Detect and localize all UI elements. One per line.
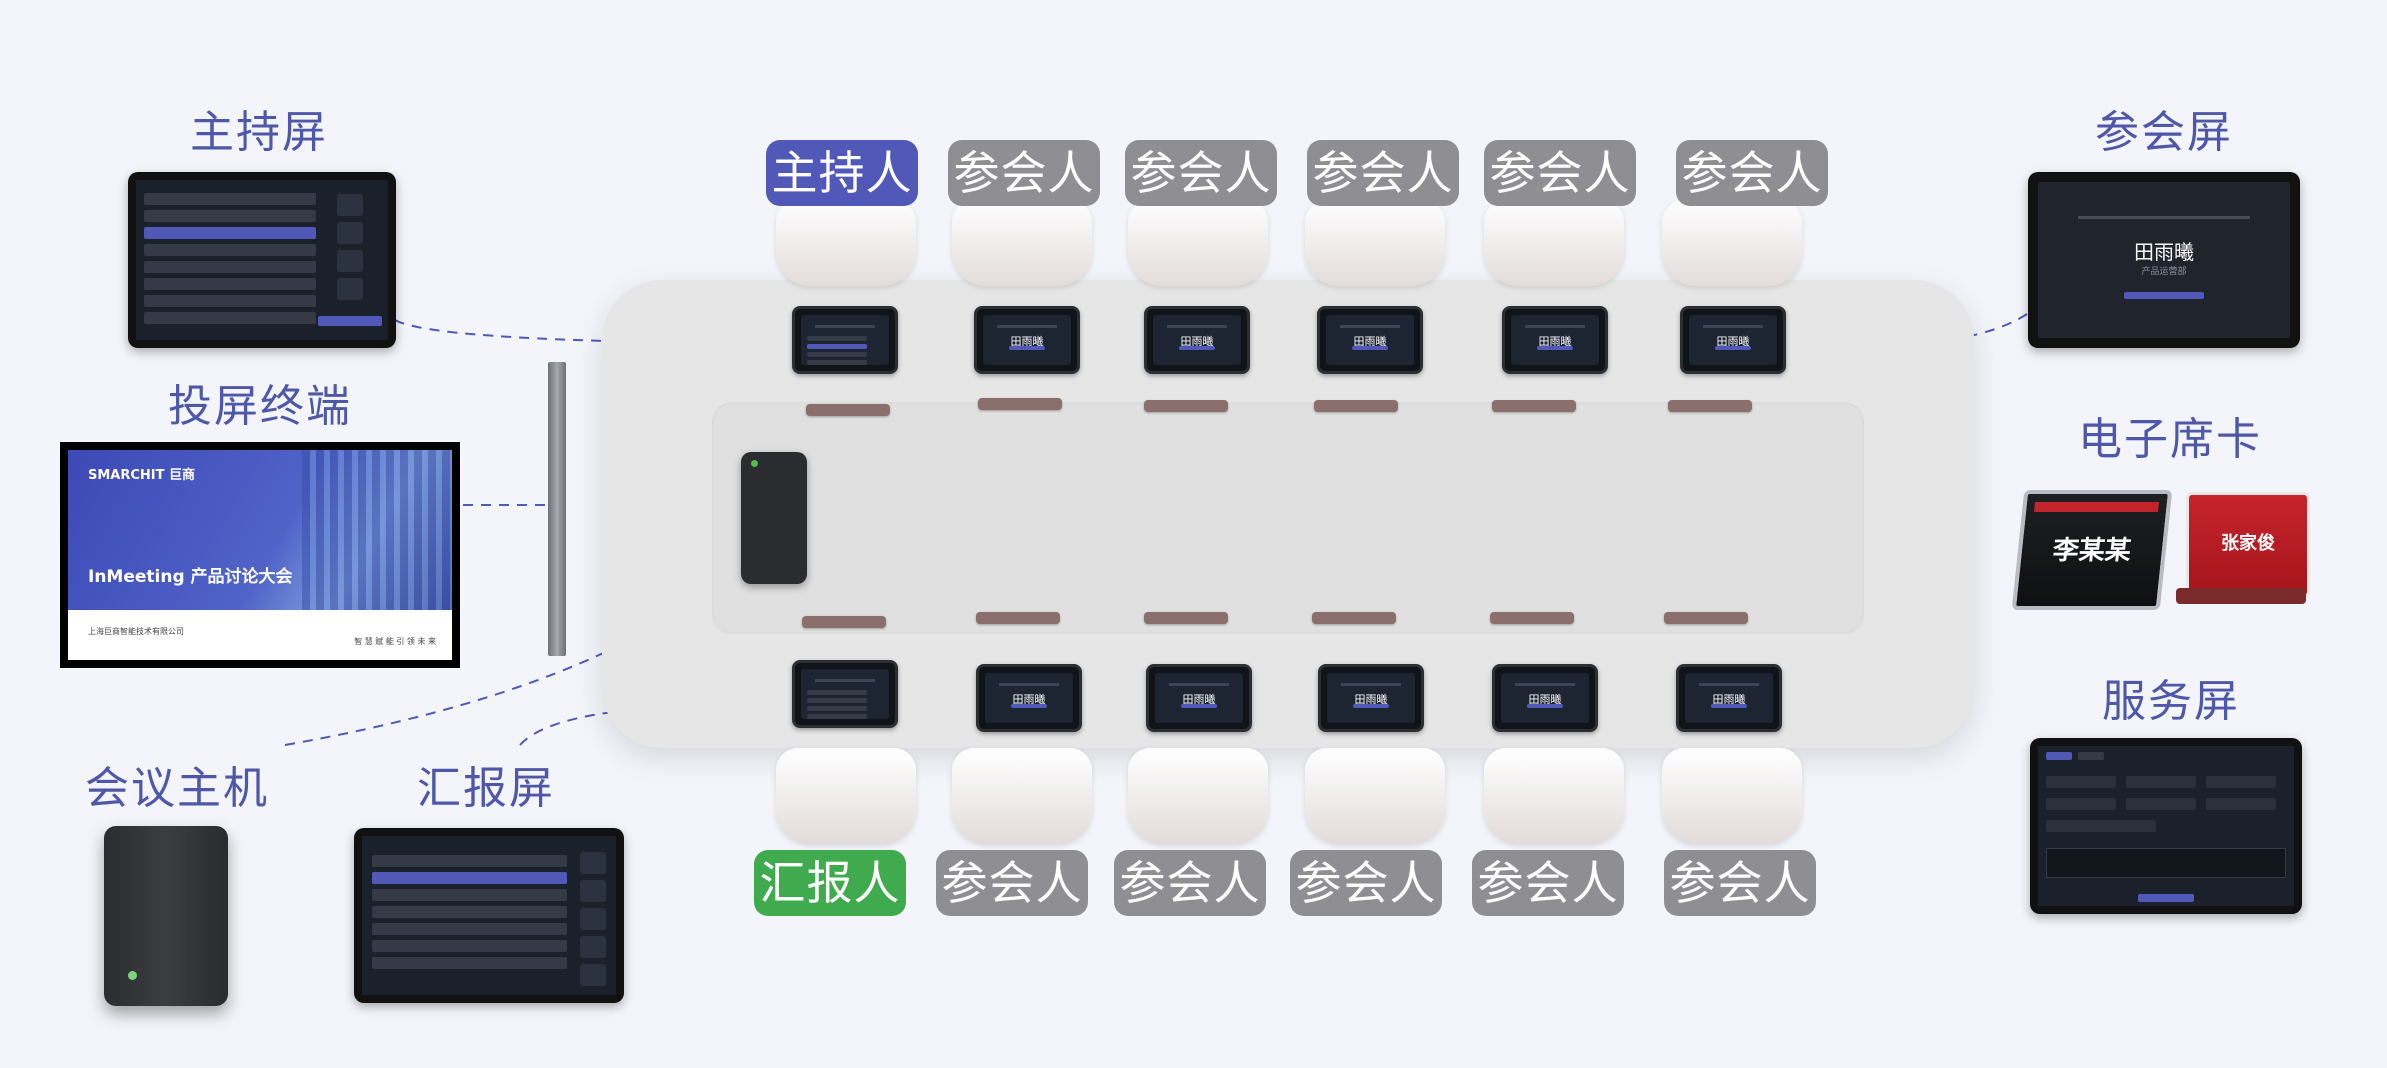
tablet-top-3: 田雨曦 [1144,306,1250,374]
service-screen-title: 服务屏 [2102,676,2240,727]
host-screen-title: 主持屏 [190,107,328,158]
seat-chip-top-3: 参会人 [1125,140,1277,206]
mic-bottom-6 [1664,612,1748,624]
seat-chip-bottom-5: 参会人 [1472,850,1624,916]
seat-chip-bottom-6: 参会人 [1664,850,1816,916]
tablet-bottom-6: 田雨曦 [1676,664,1782,732]
name-card-2: 张家俊 [2186,492,2310,598]
mic-top-1 [806,404,890,416]
mic-top-4 [1314,400,1398,412]
service-submit-button[interactable] [2138,894,2194,902]
tablet-bottom-3: 田雨曦 [1146,664,1252,732]
attendee-name: 田雨曦 [2134,240,2194,264]
tablet-top-4: 田雨曦 [1317,306,1423,374]
report-screen-display [362,836,616,995]
tablet-host [792,306,898,374]
chair-bottom-1 [776,748,916,844]
cast-tagline: 智 慧 赋 能 引 领 未 来 [354,637,436,646]
tablet-bottom-5: 田雨曦 [1492,664,1598,732]
chair-bottom-4 [1305,748,1445,844]
chair-top-6 [1662,200,1802,286]
attendee-action-button[interactable] [2124,292,2204,299]
mic-top-6 [1668,400,1752,412]
chair-top-3 [1128,200,1268,286]
attendee-dept: 产品运营部 [2141,267,2187,277]
chair-top-2 [952,200,1092,286]
seat-chip-bottom-2: 参会人 [936,850,1088,916]
mic-bottom-3 [1144,612,1228,624]
host-screen-display [136,180,388,340]
seat-chip-reporter: 汇报人 [754,850,906,916]
power-indicator [128,971,137,980]
seat-chip-bottom-4: 参会人 [1290,850,1442,916]
report-screen-title: 汇报屏 [417,763,555,814]
meeting-host-title: 会议主机 [85,763,269,814]
chair-bottom-5 [1484,748,1624,844]
service-screen-device [2030,738,2302,914]
host-screen-device [128,172,396,348]
name-card-1-name: 李某某 [2051,536,2133,566]
name-card-1: 李某某 [2011,490,2173,610]
seat-chip-top-5: 参会人 [1484,140,1636,206]
e-name-card-title: 电子席卡 [2078,414,2262,465]
cast-screen-pole [548,362,566,656]
mic-top-2 [978,398,1062,410]
table-center-panel [712,402,1864,634]
tablet-top-6: 田雨曦 [1680,306,1786,374]
cast-brand: SMARCHIT 巨商 [88,468,196,483]
service-screen-display [2038,746,2294,906]
chair-bottom-6 [1662,748,1802,844]
tablet-reporter [792,660,898,728]
mic-bottom-4 [1312,612,1396,624]
attendee-screen-display: 田雨曦 产品运营部 [2038,182,2290,338]
tablet-top-5: 田雨曦 [1502,306,1608,374]
chair-top-1 [776,200,916,286]
seat-chip-host: 主持人 [766,140,918,206]
chair-bottom-2 [952,748,1092,844]
mic-top-5 [1492,400,1576,412]
chair-top-4 [1305,200,1445,286]
seat-chip-top-6: 参会人 [1676,140,1828,206]
tablet-bottom-2: 田雨曦 [976,664,1082,732]
cast-company: 上海巨商智能技术有限公司 [88,627,184,636]
mic-bottom-5 [1490,612,1574,624]
attendee-screen-device: 田雨曦 产品运营部 [2028,172,2300,348]
table-host-unit [741,452,807,584]
tablet-bottom-4: 田雨曦 [1318,664,1424,732]
cast-terminal-display: SMARCHIT 巨商 InMeeting 产品讨论大会 上海巨商智能技术有限公… [68,450,452,660]
seat-chip-bottom-3: 参会人 [1114,850,1266,916]
tablet-top-2: 田雨曦 [974,306,1080,374]
mic-bottom-2 [976,612,1060,624]
name-card-2-name: 张家俊 [2221,533,2275,554]
meeting-host-box [104,826,228,1006]
chair-top-5 [1484,200,1624,286]
cast-headline: InMeeting 产品讨论大会 [88,567,293,587]
cast-terminal-device: SMARCHIT 巨商 InMeeting 产品讨论大会 上海巨商智能技术有限公… [60,442,460,668]
report-screen-device [354,828,624,1003]
chair-bottom-3 [1128,748,1268,844]
name-card-2-base [2176,588,2306,604]
mic-top-3 [1144,400,1228,412]
attendee-screen-title: 参会屏 [2095,107,2233,158]
mic-bottom-1 [802,616,886,628]
seat-chip-top-4: 参会人 [1307,140,1459,206]
cast-terminal-title: 投屏终端 [168,381,352,432]
seat-chip-top-2: 参会人 [948,140,1100,206]
